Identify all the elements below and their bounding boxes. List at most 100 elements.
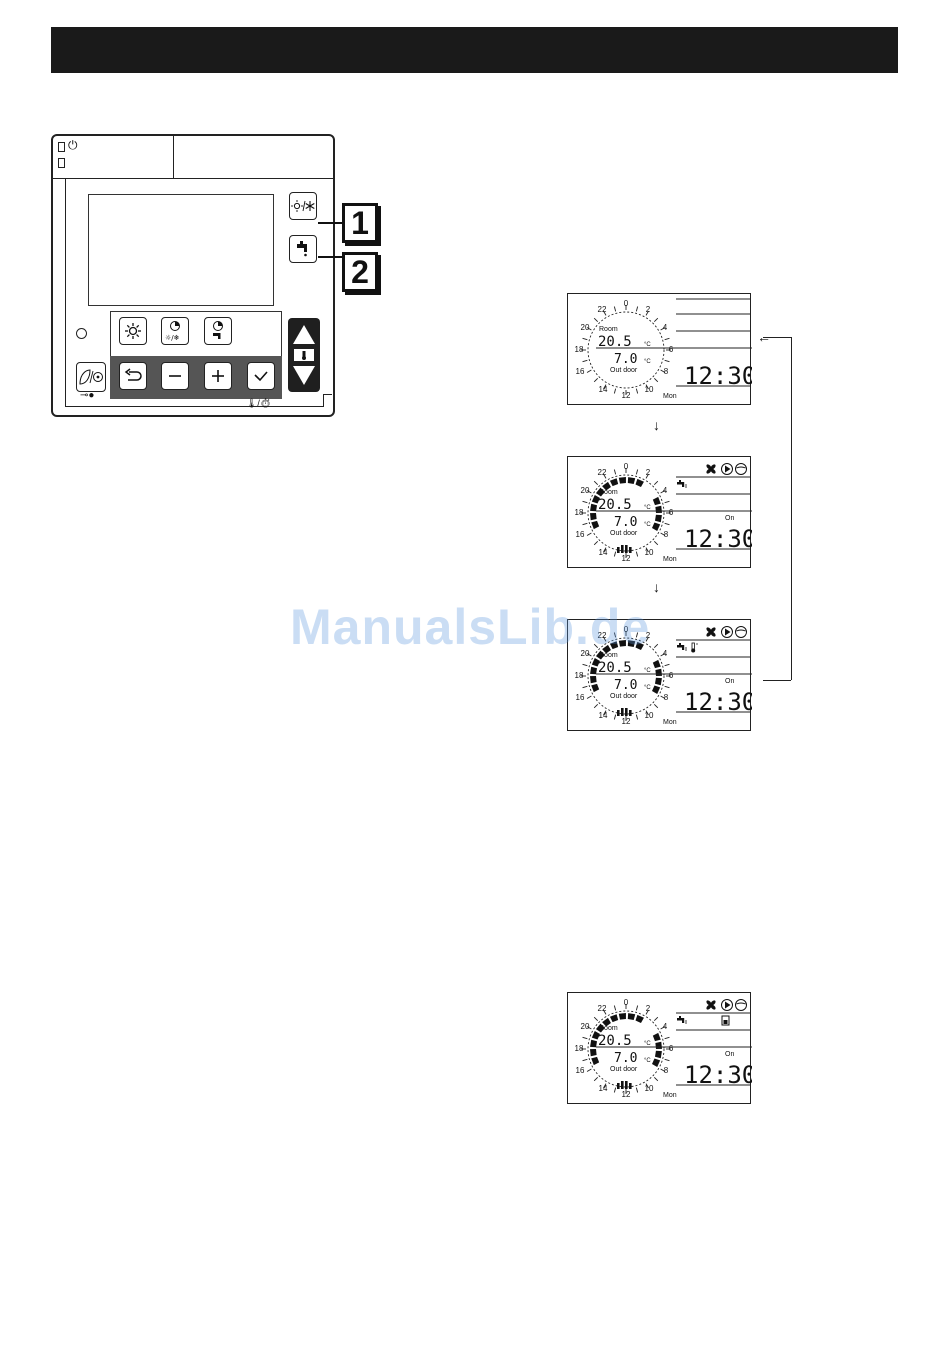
dial-tick (603, 310, 607, 316)
dial-tick (582, 685, 588, 689)
dial-hour-label: 2 (646, 1004, 651, 1013)
dial-hour-label: 14 (599, 1084, 608, 1093)
dial-tick (635, 1087, 639, 1093)
dial-tick (664, 1058, 670, 1062)
dial-tick (664, 359, 670, 363)
dial-hour-label: 0 (624, 998, 629, 1007)
dial-tick (582, 1036, 588, 1040)
outdoor-label: Out door (610, 367, 638, 374)
outdoor-temperature: 7.0 (614, 515, 637, 530)
day-label: Mon (663, 719, 677, 726)
dial-hour-label: 12 (622, 1090, 631, 1099)
schedule-bar (629, 710, 632, 716)
dial-tick (603, 636, 607, 642)
back-button[interactable] (119, 362, 147, 390)
dial-tick (582, 522, 588, 526)
dial-hour-label: 18 (575, 508, 584, 517)
tap-icon (297, 241, 307, 257)
on-label: On (725, 1051, 734, 1058)
schedule-bar (617, 547, 620, 553)
dial-tick (645, 710, 649, 716)
on-label: On (725, 678, 734, 685)
dial-tick (613, 714, 617, 720)
dial-hour-label: 2 (646, 631, 651, 640)
dial-hour-label: 6 (669, 345, 674, 354)
sun-icon (125, 323, 141, 339)
minus-icon (169, 375, 181, 377)
power-icon: ⏻ (68, 138, 78, 152)
dial-hour-label: 12 (622, 717, 631, 726)
schedule-bar (602, 1017, 611, 1027)
fan-icon (706, 464, 716, 474)
dial-hour-label: 20 (581, 1022, 590, 1031)
dial-tick (653, 540, 659, 546)
thermometer-timer-icon: 🌡/⏱ (246, 398, 272, 408)
eco-comfort-button[interactable] (76, 362, 106, 392)
dial-tick (635, 388, 639, 394)
schedule-hot-water-button[interactable] (204, 317, 232, 345)
dial-tick (645, 310, 649, 316)
dial-hour-label: 6 (669, 508, 674, 517)
outdoor-label: Out door (610, 693, 638, 700)
schedule-bar (590, 503, 598, 512)
dial-tick (660, 532, 666, 536)
schedule-bar (618, 640, 626, 647)
schedule-bar (602, 644, 611, 654)
schedule-bar (625, 545, 628, 553)
schedule-bar (590, 513, 597, 521)
schedule-bar (652, 1058, 661, 1067)
schedule-bar (655, 505, 662, 513)
tap-icon (677, 480, 687, 488)
room-label: Room (599, 652, 618, 659)
dial-hour-label: 16 (576, 530, 585, 539)
hot-water-button[interactable] (289, 235, 317, 263)
heating-button[interactable] (119, 317, 147, 345)
schedule-bar (654, 677, 662, 686)
schedule-bar (652, 1032, 661, 1042)
schedule-bar (629, 1083, 632, 1089)
dial-circle (587, 637, 665, 715)
panel-top-divider (173, 136, 174, 178)
outdoor-label: Out door (610, 1066, 638, 1073)
panel-top-strip (53, 136, 333, 179)
dial-hour-label: 16 (576, 693, 585, 702)
schedule-bar (652, 685, 661, 694)
dial-tick (635, 469, 639, 475)
dial-tick (593, 377, 599, 383)
schedule-heat-cool-button[interactable]: ☼/❄ (161, 317, 189, 345)
heat-cool-mode-button[interactable] (289, 192, 317, 220)
room-temperature: 20.5 (598, 660, 632, 676)
callout-line-2 (318, 256, 342, 258)
dial-tick (653, 643, 659, 649)
minus-button[interactable] (161, 362, 189, 390)
loop-line-top (763, 337, 791, 338)
dial-hour-label: 2 (646, 468, 651, 477)
dial-tick (613, 1005, 617, 1011)
dial-hour-label: 14 (599, 711, 608, 720)
header-bar (51, 27, 898, 73)
indicator-led (76, 328, 87, 339)
svg-text:☼/❄: ☼/❄ (165, 334, 180, 342)
schedule-bar (635, 478, 644, 487)
tank-icon (721, 1015, 730, 1026)
confirm-button[interactable] (247, 362, 275, 390)
leaf-icon (79, 369, 103, 385)
schedule-bar (590, 676, 597, 684)
pump-icon (735, 999, 747, 1011)
dial-hour-label: 20 (581, 323, 590, 332)
dial-tick (593, 480, 599, 486)
dial-hour-label: 22 (598, 468, 607, 477)
plus-button[interactable] (204, 362, 232, 390)
outdoor-label: Out door (610, 530, 638, 537)
day-label: Mon (663, 556, 677, 563)
dial-tick (664, 663, 670, 667)
updown-rocker[interactable] (288, 318, 320, 392)
dial-hour-label: 18 (575, 671, 584, 680)
loop-line-right (791, 337, 792, 680)
dial-hour-label: 22 (598, 305, 607, 314)
schedule-bar (617, 1083, 620, 1089)
arrow-down-icon: ↓ (653, 579, 660, 595)
